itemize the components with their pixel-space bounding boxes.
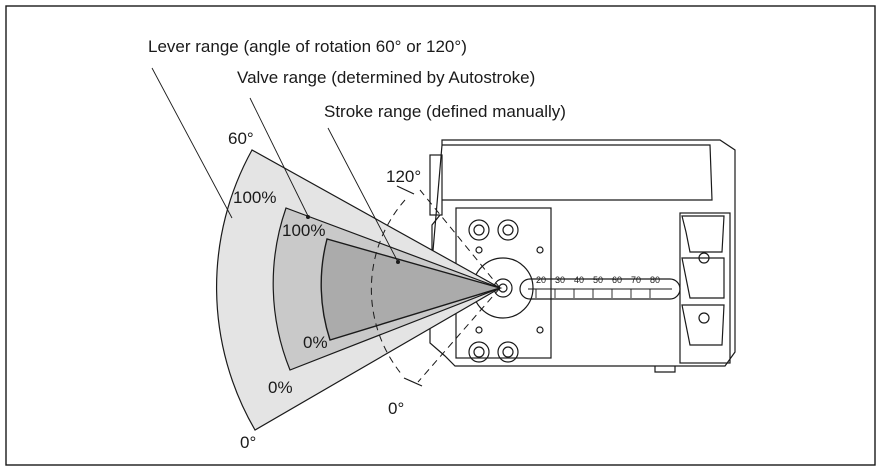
valve-range-label: Valve range (determined by Autostroke)	[237, 68, 535, 87]
device-angle-top-label: 120°	[386, 167, 421, 186]
device-angle-bottom-label: 0°	[388, 399, 404, 418]
lever-range-label: Lever range (angle of rotation 60° or 12…	[148, 37, 467, 56]
scale-label: 80	[650, 275, 660, 285]
connector-block	[679, 212, 731, 364]
callout-leaders	[151, 67, 400, 264]
scale-label: 40	[574, 275, 584, 285]
lever-percent-bottom-label: 0%	[268, 378, 293, 397]
lever-angle-bottom-label: 0°	[240, 433, 256, 452]
screw-icons-bottom	[468, 326, 544, 363]
lever-angle-top-label: 60°	[228, 129, 254, 148]
scale-label: 50	[593, 275, 603, 285]
stroke-range-sector	[320, 238, 503, 341]
stroke-range-label: Stroke range (defined manually)	[324, 102, 566, 121]
scale-label: 30	[555, 275, 565, 285]
screw-icons-top	[468, 219, 544, 254]
diagram-frame	[5, 5, 876, 466]
rotation-limit-lines	[370, 185, 501, 387]
lever-scale-ticks	[535, 289, 651, 298]
lever-percent-top-label: 100%	[233, 188, 276, 207]
valve-percent-bottom-label: 0%	[303, 333, 328, 352]
positioner-device: 20 30 40 50 60 70 80	[429, 139, 736, 373]
scale-label: 70	[631, 275, 641, 285]
range-sectors	[216, 149, 503, 431]
lever-scale-labels: 20 30 40 50 60 70 80	[536, 275, 660, 285]
scale-label: 20	[536, 275, 546, 285]
valve-percent-top-label: 100%	[282, 221, 325, 240]
scale-label: 60	[612, 275, 622, 285]
